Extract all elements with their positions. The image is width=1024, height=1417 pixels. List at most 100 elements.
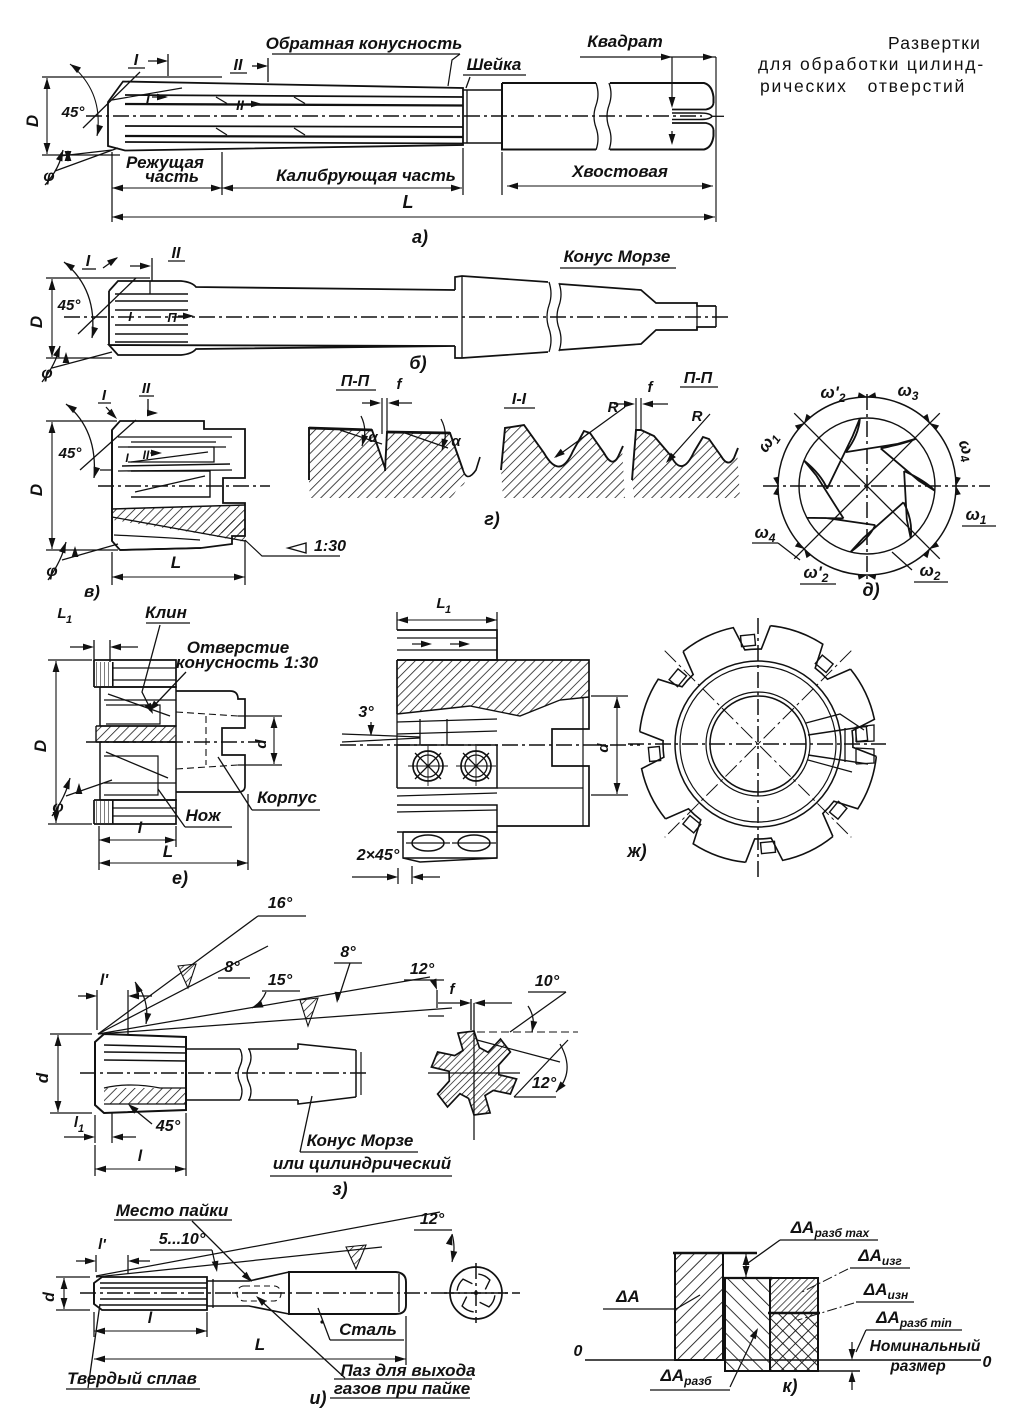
svg-text:R: R <box>692 408 703 425</box>
svg-text:1: 1 <box>445 604 451 616</box>
svg-text:12°: 12° <box>410 961 435 978</box>
svg-text:з): з) <box>332 1179 347 1199</box>
svg-text:D: D <box>27 484 46 496</box>
svg-text:3°: 3° <box>358 704 374 721</box>
svg-text:Отверстие: Отверстие <box>187 638 289 657</box>
svg-text:Корпус: Корпус <box>257 788 317 807</box>
svg-text:D: D <box>27 316 46 328</box>
svg-text:часть: часть <box>145 167 199 186</box>
svg-text:к): к) <box>782 1376 797 1396</box>
svg-text:D: D <box>31 740 50 752</box>
svg-text:Развертки: Развертки <box>888 33 981 53</box>
svg-text:Квадрат: Квадрат <box>587 32 662 51</box>
svg-text:45°: 45° <box>58 445 83 462</box>
svg-text:е): е) <box>172 868 188 888</box>
svg-text:конусность 1:30: конусность 1:30 <box>176 653 319 672</box>
svg-text:а): а) <box>412 227 428 247</box>
svg-text:Номинальный: Номинальный <box>870 1338 981 1355</box>
svg-text:45°: 45° <box>155 1118 181 1135</box>
svg-text:l: l <box>138 1148 143 1165</box>
svg-text:для обработки цилинд-: для обработки цилинд- <box>758 54 985 74</box>
svg-text:l: l <box>138 820 143 837</box>
svg-text:Хвостовая: Хвостовая <box>571 162 668 181</box>
svg-text:f: f <box>450 981 457 998</box>
svg-text:Обратная конусность: Обратная конусность <box>266 34 463 53</box>
svg-text:16°: 16° <box>268 895 293 912</box>
svg-text:газов при пайке: газов при пайке <box>334 1379 470 1398</box>
svg-text:Паз для выхода: Паз для выхода <box>340 1361 475 1380</box>
svg-text:I: I <box>102 387 107 404</box>
svg-text:I: I <box>134 52 139 69</box>
svg-text:Режущая: Режущая <box>126 153 204 172</box>
svg-text:II: II <box>143 448 150 462</box>
svg-text:П-П: П-П <box>684 370 713 387</box>
svg-text:R: R <box>608 399 619 416</box>
svg-text:I: I <box>128 309 132 324</box>
svg-text:l: l <box>148 1310 153 1327</box>
svg-text:d: d <box>595 743 612 753</box>
svg-text:8°: 8° <box>224 959 240 976</box>
svg-text:L: L <box>255 1335 265 1354</box>
svg-text:5...10°: 5...10° <box>159 1231 206 1248</box>
svg-text:II: II <box>234 57 243 74</box>
svg-text:12°: 12° <box>532 1075 557 1092</box>
svg-text:L: L <box>436 595 445 612</box>
svg-text:размер: размер <box>889 1358 945 1375</box>
svg-text:f: f <box>648 379 655 396</box>
svg-text:l': l' <box>98 1236 106 1253</box>
svg-text:15°: 15° <box>268 972 293 989</box>
svg-text:f: f <box>397 376 404 393</box>
svg-text:φ: φ <box>52 799 63 816</box>
svg-text:Место пайки: Место пайки <box>116 1201 229 1220</box>
svg-text:или цилиндрический: или цилиндрический <box>273 1154 452 1173</box>
svg-text:L: L <box>403 192 414 212</box>
svg-text:Конус Морзе: Конус Морзе <box>307 1131 414 1150</box>
svg-text:1: 1 <box>78 1123 84 1135</box>
svg-text:8°: 8° <box>340 944 356 961</box>
svg-text:0: 0 <box>983 1354 992 1371</box>
svg-text:L: L <box>171 553 181 572</box>
svg-text:12°: 12° <box>420 1211 445 1228</box>
svg-text:φ: φ <box>43 168 54 185</box>
svg-text:φ: φ <box>46 563 57 580</box>
svg-text:L: L <box>163 842 173 861</box>
svg-text:2×45°: 2×45° <box>356 847 400 864</box>
svg-text:Шейка: Шейка <box>467 55 522 74</box>
svg-text:Нож: Нож <box>186 806 222 825</box>
svg-text:α: α <box>451 433 461 450</box>
svg-text:1:30: 1:30 <box>314 538 346 555</box>
svg-text:l': l' <box>100 972 109 989</box>
svg-text:и): и) <box>310 1388 327 1408</box>
svg-text:10°: 10° <box>535 973 560 990</box>
svg-text:I: I <box>125 451 129 465</box>
svg-text:Твердый сплав: Твердый сплав <box>67 1369 197 1388</box>
svg-text:ΔA: ΔA <box>615 1287 640 1306</box>
svg-text:45°: 45° <box>61 104 86 121</box>
svg-text:Сталь: Сталь <box>339 1320 397 1339</box>
svg-text:φ: φ <box>41 365 52 382</box>
svg-text:d: d <box>253 739 270 749</box>
svg-text:I-I: I-I <box>512 391 527 408</box>
svg-text:П-П: П-П <box>341 373 370 390</box>
svg-text:D: D <box>23 115 42 127</box>
svg-text:г): г) <box>484 509 500 529</box>
svg-text:П: П <box>167 310 177 325</box>
svg-text:d: d <box>41 1291 58 1302</box>
svg-text:ж): ж) <box>626 841 646 861</box>
svg-text:рических отверстий: рических отверстий <box>760 76 966 96</box>
svg-text:45°: 45° <box>57 297 82 314</box>
svg-text:d: d <box>33 1072 52 1083</box>
svg-text:I: I <box>146 90 151 106</box>
svg-text:L: L <box>57 605 66 622</box>
svg-text:б): б) <box>409 353 426 373</box>
svg-text:α: α <box>368 429 378 446</box>
svg-text:I: I <box>86 253 91 270</box>
svg-text:1: 1 <box>66 614 72 626</box>
svg-text:II: II <box>236 97 245 113</box>
svg-text:II: II <box>142 380 151 397</box>
svg-text:l: l <box>74 1114 79 1131</box>
svg-text:0: 0 <box>574 1343 583 1360</box>
svg-text:в): в) <box>84 582 100 601</box>
svg-text:Калибрующая часть: Калибрующая часть <box>276 166 456 185</box>
svg-text:Конус Морзе: Конус Морзе <box>564 247 671 266</box>
